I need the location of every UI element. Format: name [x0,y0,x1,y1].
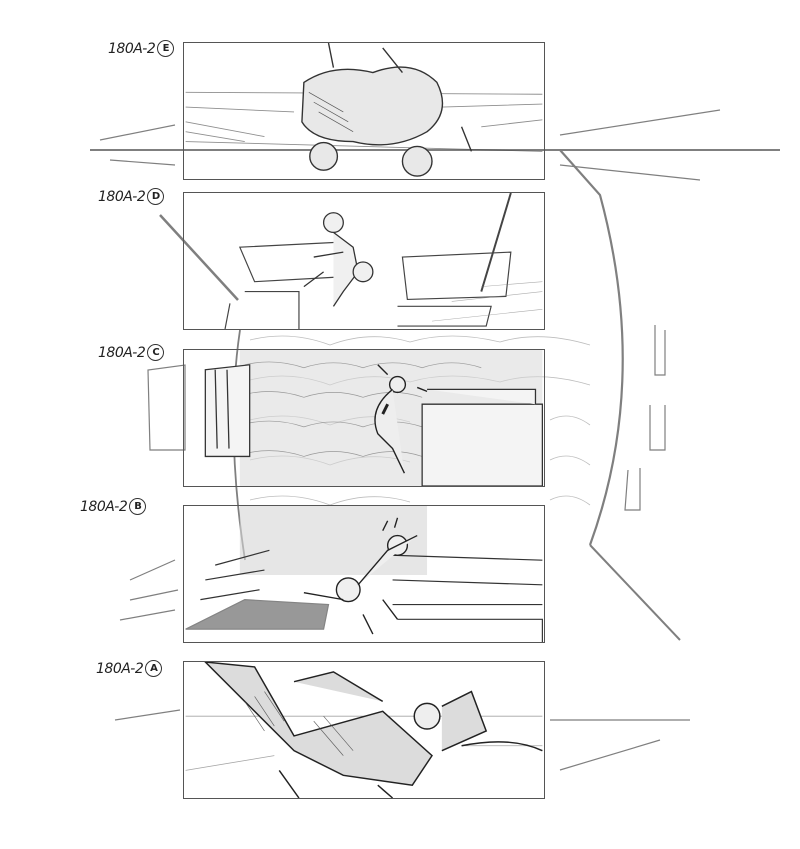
panel-c-sketch [204,350,544,486]
scene-number: 180A-2 [108,40,156,57]
storyboard-panel-e [183,42,545,180]
scene-number: 180A-2 [96,660,144,677]
scene-number: 180A-2 [98,188,146,205]
shot-label-a: 180A-2 A [96,660,163,677]
shot-letter-circle: A [145,660,163,677]
storyboard-panel-a [183,661,545,799]
shot-label-d: 180A-2 D [98,188,165,205]
shot-label-e: 180A-2 E [108,40,175,57]
scene-number: 180A-2 [98,344,146,361]
scene-number: 180A-2 [80,498,128,515]
shot-letter-circle: B [129,498,147,515]
panel-e-sketch [185,43,543,177]
storyboard-panel-b [183,505,545,643]
storyboard-panel-c [183,349,545,487]
shot-letter-circle: D [147,188,165,205]
shot-letter-circle: C [147,344,165,361]
panel-b-sketch [185,506,543,642]
shot-label-c: 180A-2 C [98,344,165,361]
shot-label-b: 180A-2 B [80,498,147,515]
panel-a-sketch [185,662,543,798]
shot-letter-circle: E [157,40,175,57]
panel-d-sketch [224,193,543,329]
storyboard-panel-d [183,192,545,330]
